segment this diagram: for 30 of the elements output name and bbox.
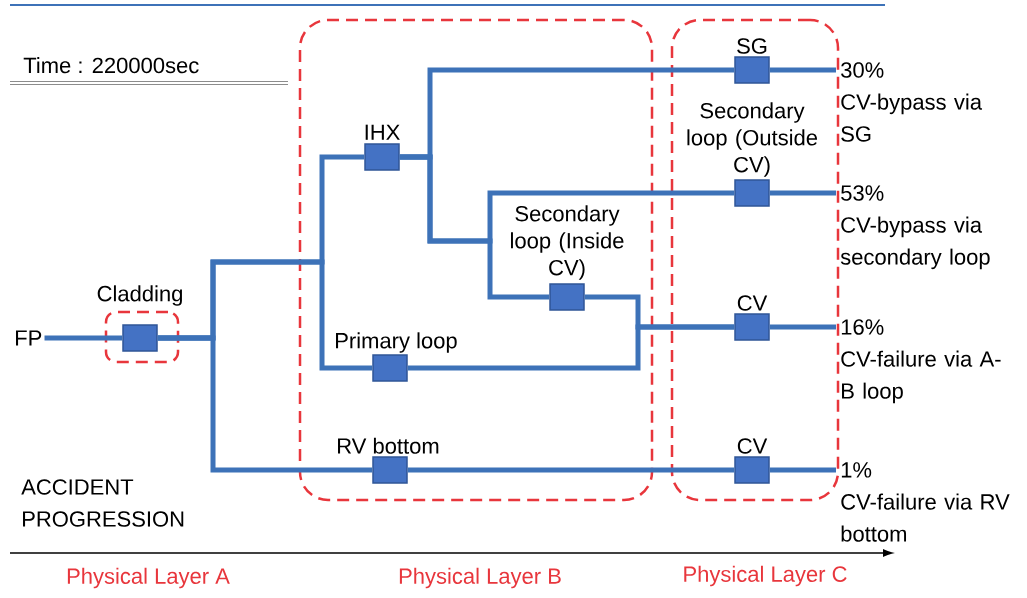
outcome-text: 30% CV-bypass via SG	[841, 62, 982, 142]
component-label: IHX	[365, 124, 400, 140]
component-label: Secondary loop (Inside CV)	[511, 205, 624, 280]
outcome-text: 1% CV-failure via RV bottom	[841, 462, 1010, 542]
source-label: FP	[16, 330, 42, 346]
connector-line	[769, 324, 836, 330]
connector-line	[399, 154, 735, 244]
connector-line	[407, 467, 735, 473]
outcome-text: 53% CV-bypass via secondary loop	[840, 185, 990, 270]
component-label: RV bottom	[338, 437, 439, 454]
connector-line	[44, 335, 123, 341]
component-label: Primary loop	[336, 332, 457, 353]
dashed-region	[298, 18, 654, 502]
component-label: SG	[737, 38, 767, 54]
component-label: Cladding	[97, 285, 182, 306]
component-label: CV	[737, 295, 768, 311]
component-label: Secondary loop (Outside CV)	[687, 102, 818, 177]
layer-label: Physical Layer B	[399, 567, 561, 589]
time-label: Time : 220000sec	[23, 57, 199, 74]
dashed-region	[670, 18, 840, 502]
outcome-text: 16% CV-failure via A-B loop	[841, 319, 1001, 404]
connector-line	[769, 67, 836, 73]
layer-label: Physical Layer A	[67, 567, 230, 589]
component-label: CV	[737, 438, 768, 454]
connector-line	[157, 335, 373, 473]
axis-label: ACCIDENT PROGRESSION	[21, 479, 184, 527]
connector-line	[769, 190, 836, 196]
layer-label: Physical Layer C	[684, 565, 847, 587]
dashed-region	[104, 310, 180, 364]
connector-line	[407, 324, 735, 371]
